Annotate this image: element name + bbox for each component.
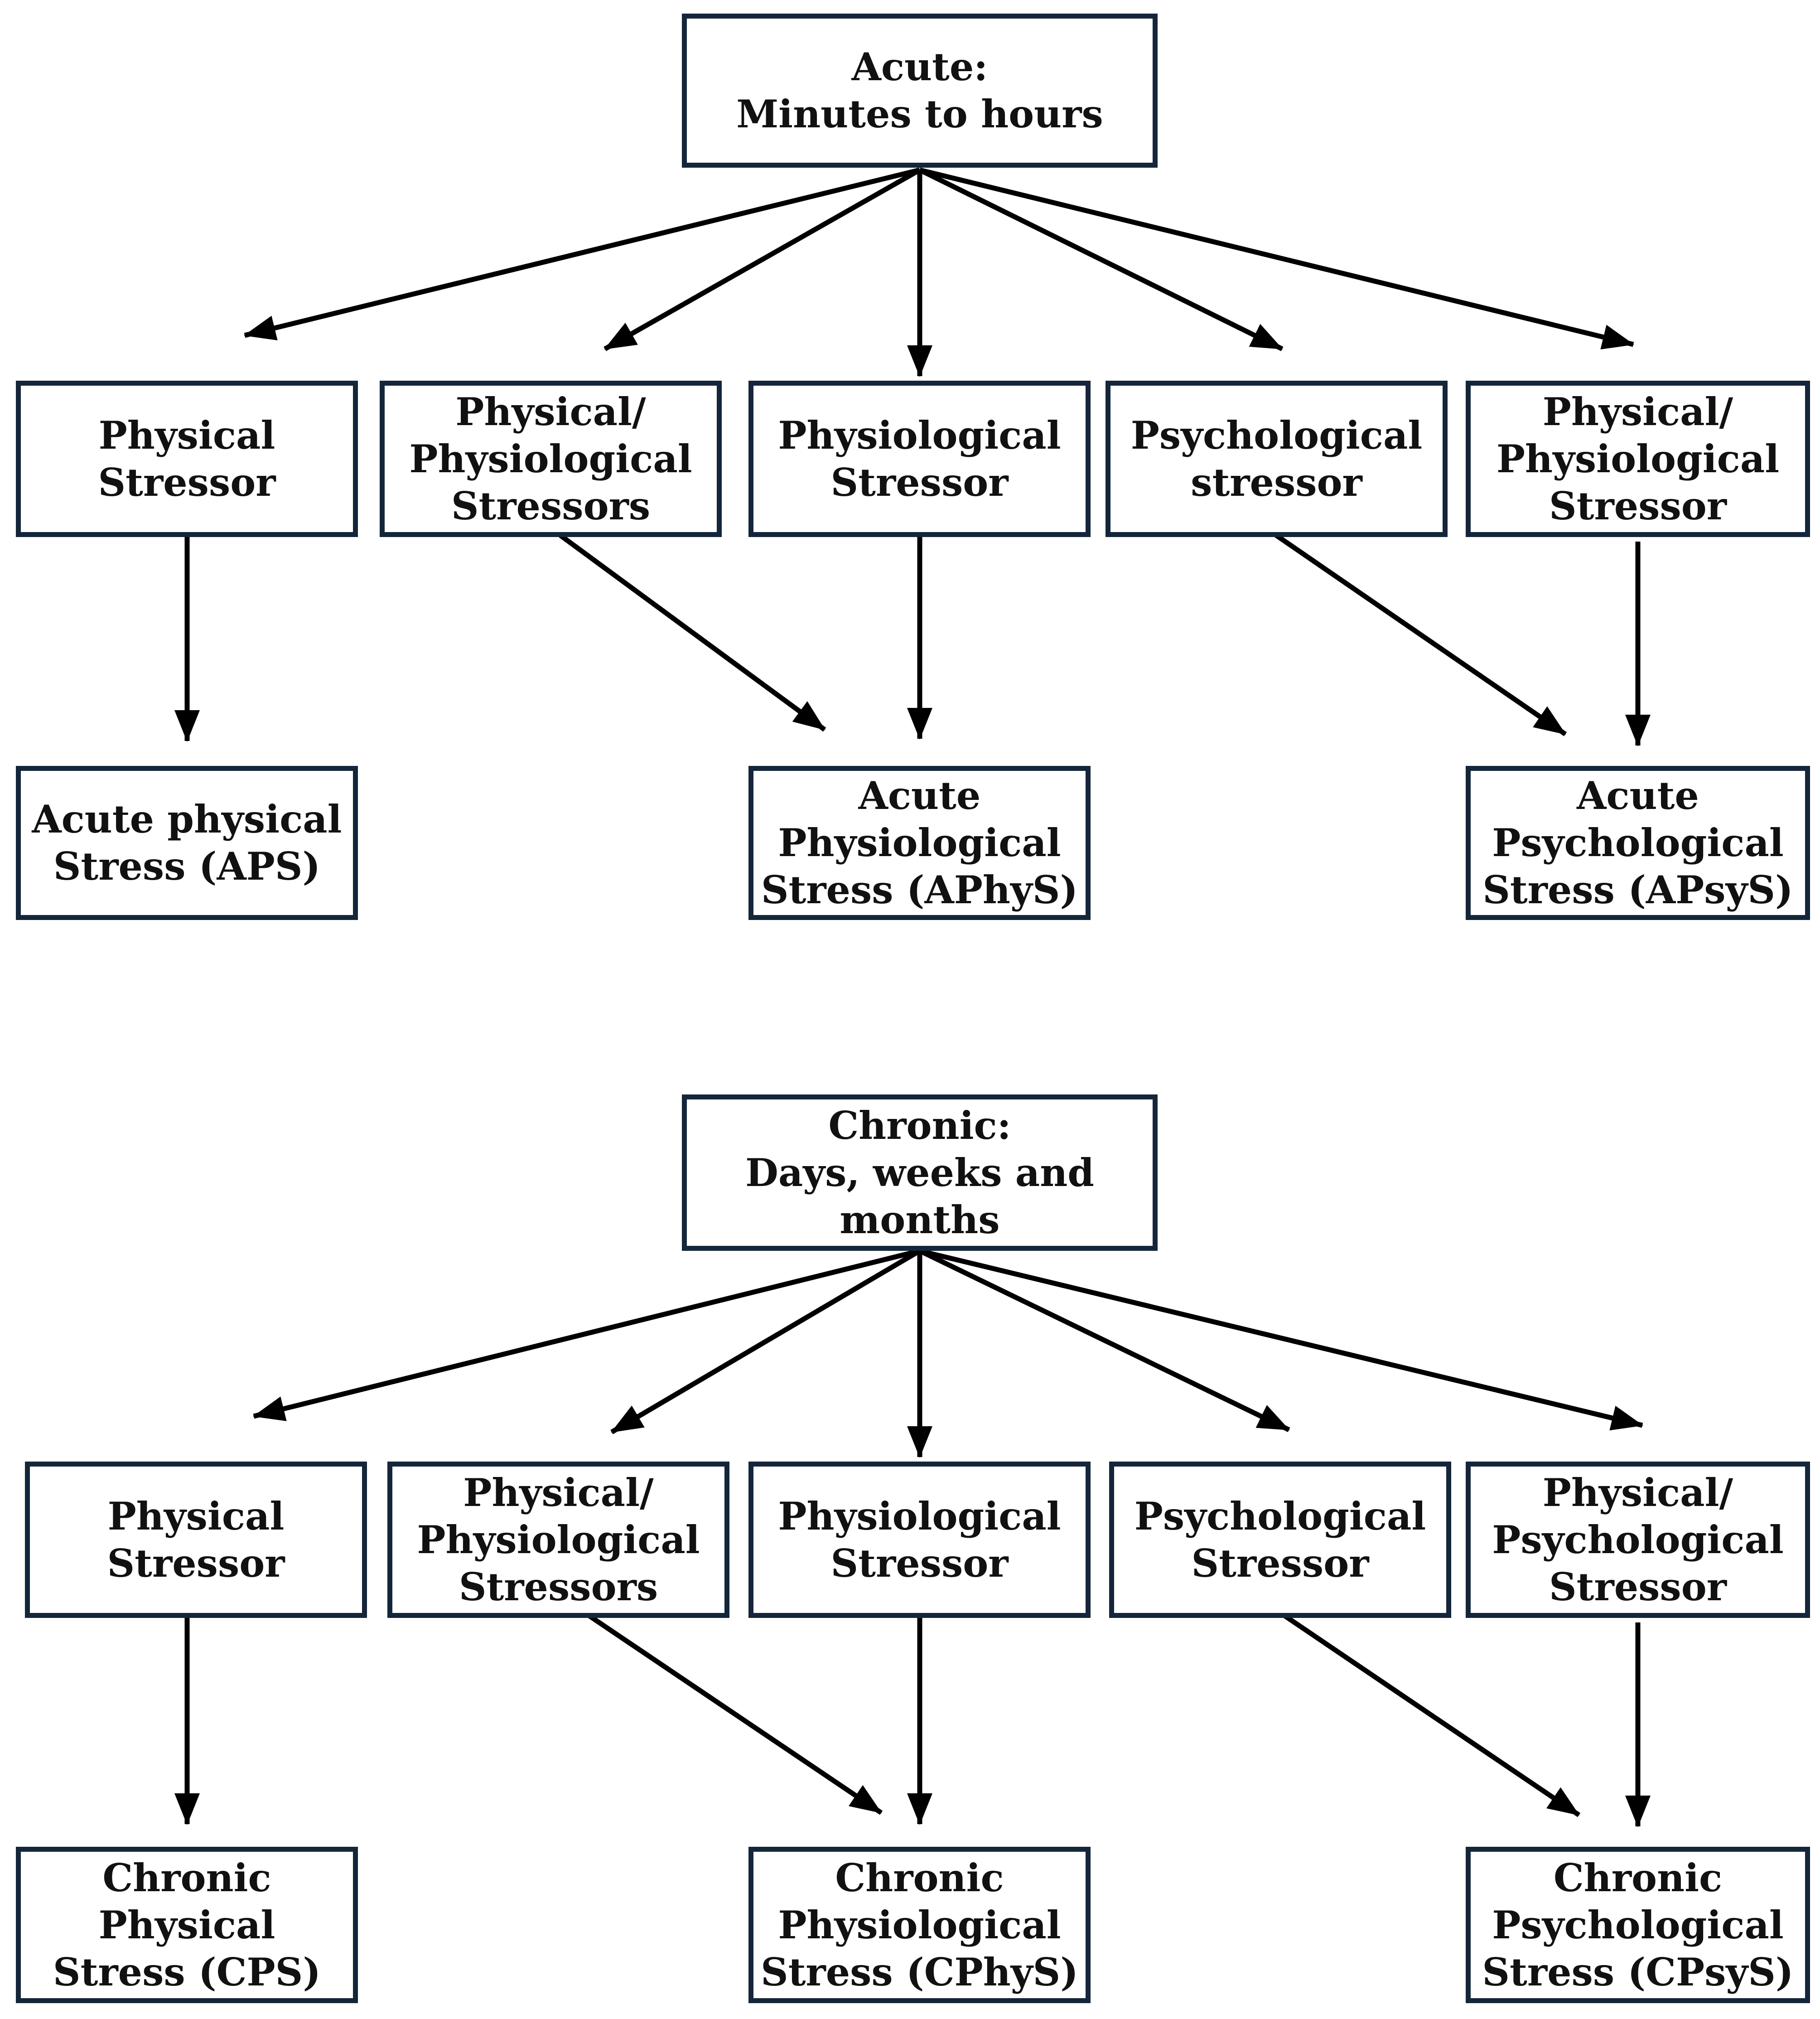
- chronic-outcome-cphys: Chronic Physiological Stress (CPhyS): [748, 1847, 1091, 2003]
- acute-outcome-apsys-line2: Psychological: [1492, 820, 1784, 865]
- acute-outcome-aps-line1: Acute physical: [32, 797, 342, 842]
- arrow-acute-root-to-psychological: [918, 168, 1284, 351]
- acute-stressor-physical: Physical Stressor: [16, 381, 358, 537]
- chronic-stressor-physiological-line1: Physiological: [778, 1493, 1061, 1539]
- acute-stressor-psychological-line2: stressor: [1191, 460, 1362, 505]
- arrow-acute-physphys-to-aphys: [558, 533, 826, 732]
- acute-stressor-physiological-line1: Physiological: [778, 412, 1061, 458]
- arrow-chronic-root-to-physical: [253, 1248, 921, 1421]
- chronic-stressor-physpsych-line3: Stressor: [1549, 1564, 1727, 1609]
- chronic-stressor-physpsych-line2: Psychological: [1492, 1517, 1784, 1562]
- acute-stressor-physphys-right-line2: Physiological: [1496, 436, 1780, 481]
- chronic-outcome-cps: Chronic Physical Stress (CPS): [16, 1847, 358, 2003]
- chronic-outcome-cps-line2: Physical: [98, 1902, 275, 1947]
- arrow-acute-psychological-to-apsys: [1274, 533, 1567, 736]
- chronic-stressor-physical-psychological: Physical/ Psychological Stressor: [1466, 1462, 1810, 1618]
- acute-stressor-physiological-line2: Stressor: [830, 460, 1009, 505]
- acute-outcome-apsys-line1: Acute: [1577, 773, 1699, 818]
- acute-root-line2: Minutes to hours: [736, 92, 1103, 136]
- arrow-chronic-root-to-physical-psychological: [919, 1248, 1643, 1431]
- arrow-chronic-physphys-to-cphys: [587, 1613, 883, 1815]
- arrow-chronic-psychological-to-cpsys: [1283, 1613, 1581, 1817]
- arrow-chronic-root-to-psychological: [918, 1249, 1290, 1432]
- acute-outcome-apsys: Acute Psychological Stress (APsyS): [1466, 766, 1810, 920]
- chronic-outcome-cps-line3: Stress (CPS): [53, 1949, 321, 1995]
- arrow-acute-root-to-physical-physiological-right: [919, 167, 1634, 350]
- acute-outcome-aphys: Acute Physiological Stress (APhyS): [748, 766, 1091, 920]
- chronic-root-box: Chronic: Days, weeks and months: [682, 1094, 1158, 1251]
- chronic-root-line2: Days, weeks and: [745, 1150, 1095, 1195]
- acute-root-box: Acute: Minutes to hours: [682, 14, 1158, 168]
- acute-stressor-psychological-line1: Psychological: [1130, 412, 1423, 458]
- acute-outcome-aphys-line3: Stress (APhyS): [761, 867, 1078, 912]
- chronic-stressor-physiological-line2: Stressor: [830, 1540, 1009, 1586]
- acute-root-line1: Acute:: [851, 44, 988, 89]
- acute-stressor-physical-line1: Physical: [98, 412, 275, 458]
- chronic-stressor-psychological-line1: Psychological: [1134, 1493, 1426, 1539]
- arrow-acute-root-to-physical: [244, 167, 921, 341]
- chronic-outcome-cpsys-line1: Chronic: [1553, 1855, 1723, 1900]
- acute-stressor-physical-physiological: Physical/ Physiological Stressors: [380, 381, 722, 537]
- chronic-stressor-physphys-line3: Stressors: [459, 1564, 658, 1609]
- acute-outcome-aphys-line2: Physiological: [778, 820, 1061, 865]
- chronic-stressor-physphys-line1: Physical/: [463, 1470, 654, 1515]
- acute-stressor-physphys-right-line3: Stressor: [1549, 483, 1727, 528]
- chronic-stressor-physical-physiological: Physical/ Physiological Stressors: [387, 1462, 729, 1618]
- acute-stressor-physphys-line2: Physiological: [409, 436, 692, 481]
- chronic-outcome-cphys-line3: Stress (CPhyS): [760, 1949, 1079, 1995]
- acute-stressor-physical-line2: Stressor: [98, 460, 276, 505]
- chronic-stressor-physphys-line2: Physiological: [417, 1517, 700, 1562]
- chronic-root-line1: Chronic:: [828, 1103, 1011, 1148]
- chronic-outcome-cpsys-line2: Psychological: [1492, 1902, 1784, 1947]
- acute-stressor-physphys-line3: Stressors: [451, 483, 651, 528]
- acute-outcome-aps: Acute physical Stress (APS): [16, 766, 358, 920]
- arrow-acute-root-to-physical-physiological: [603, 168, 921, 351]
- acute-stressor-physical-physiological-right: Physical/ Physiological Stressor: [1466, 381, 1810, 537]
- chronic-outcome-cphys-line2: Physiological: [778, 1902, 1061, 1947]
- acute-outcome-aps-line2: Stress (APS): [53, 844, 321, 889]
- chronic-root-line3: months: [840, 1197, 1000, 1242]
- acute-outcome-aphys-line1: Acute: [858, 773, 981, 818]
- chronic-outcome-cphys-line1: Chronic: [835, 1855, 1004, 1900]
- chronic-outcome-cpsys-line3: Stress (CPsyS): [1482, 1949, 1794, 1995]
- chronic-outcome-cpsys: Chronic Psychological Stress (CPsyS): [1466, 1847, 1810, 2003]
- chronic-outcome-cps-line1: Chronic: [102, 1855, 271, 1900]
- chronic-stressor-physpsych-line1: Physical/: [1542, 1470, 1733, 1515]
- chronic-stressor-physical-line1: Physical: [107, 1493, 285, 1539]
- acute-stressor-physiological: Physiological Stressor: [748, 381, 1091, 537]
- acute-outcome-apsys-line3: Stress (APsyS): [1482, 867, 1793, 912]
- chronic-stressor-physical: Physical Stressor: [25, 1462, 367, 1618]
- acute-stressor-physphys-right-line1: Physical/: [1542, 389, 1733, 434]
- chronic-stressor-physical-line2: Stressor: [107, 1540, 285, 1586]
- chronic-stressor-physiological: Physiological Stressor: [748, 1462, 1091, 1618]
- acute-stressor-physphys-line1: Physical/: [455, 389, 646, 434]
- arrow-chronic-root-to-physical-physiological: [610, 1249, 921, 1434]
- chronic-stressor-psychological: Psychological Stressor: [1109, 1462, 1451, 1618]
- acute-stressor-psychological: Psychological stressor: [1106, 381, 1448, 537]
- chronic-stressor-psychological-line2: Stressor: [1191, 1540, 1369, 1586]
